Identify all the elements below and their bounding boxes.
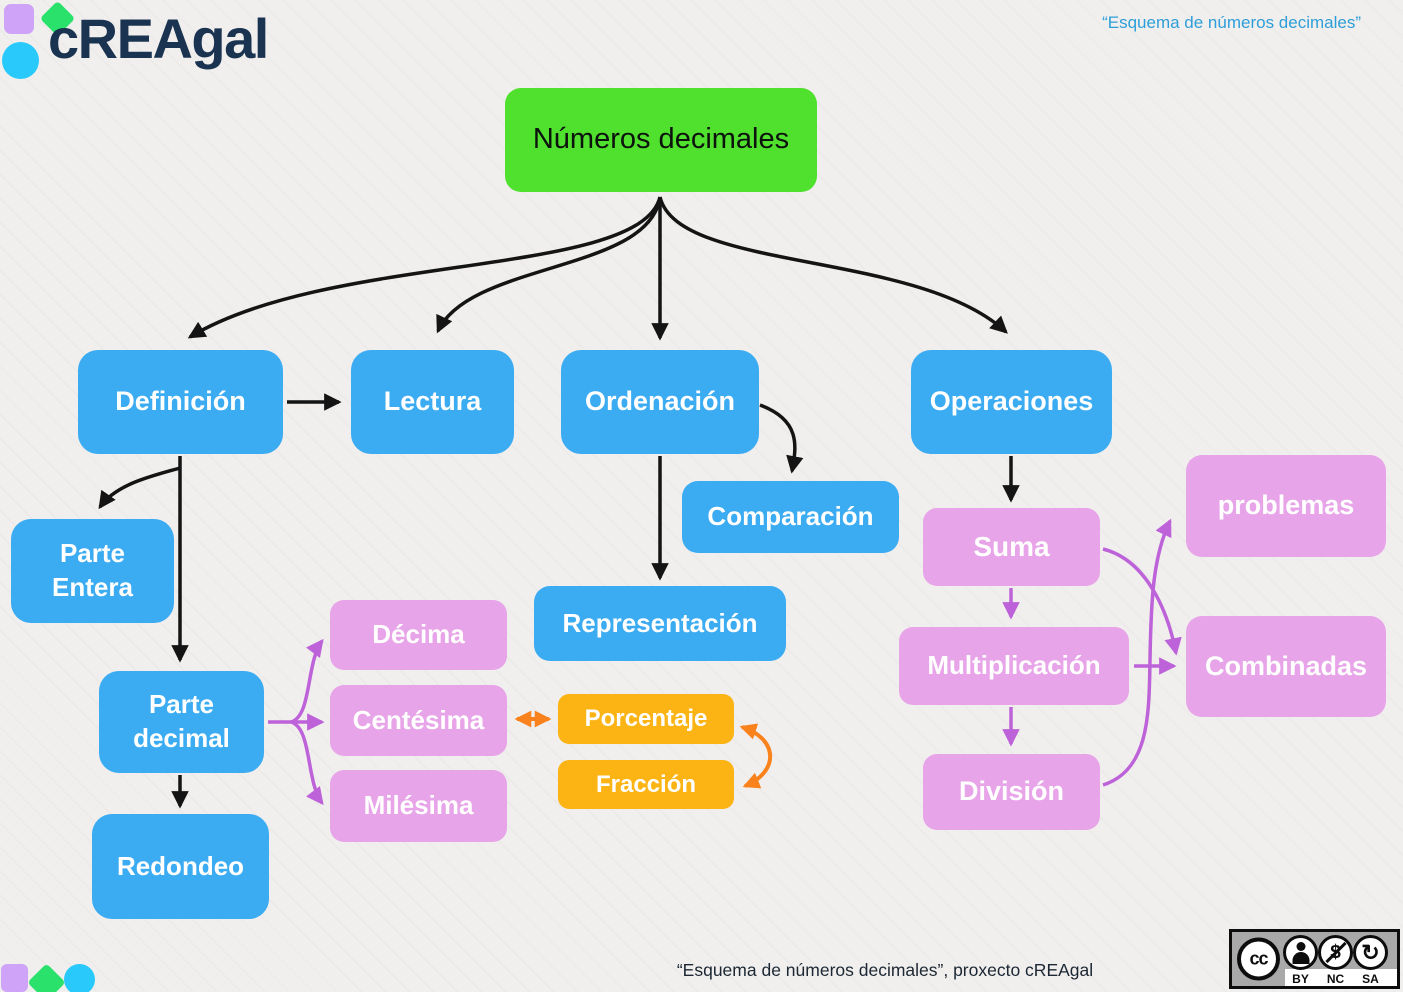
node-combinadas: Combinadas xyxy=(1186,616,1386,717)
logo-cyan-circle-icon xyxy=(2,42,39,79)
cc-sa-arrow: ↻ xyxy=(1361,939,1380,965)
node-redondeo: Redondeo xyxy=(92,814,269,919)
cc-sa-label: SA xyxy=(1362,972,1379,986)
edge-ordenacion-comparacion xyxy=(759,403,804,474)
node-division: División xyxy=(923,754,1100,830)
node-numeros-decimales: Números decimales xyxy=(505,88,817,192)
node-lectura: Lectura xyxy=(351,350,514,454)
node-parte-entera: Parte Entera xyxy=(11,519,174,623)
cc-label-strip xyxy=(1285,969,1397,986)
node-multiplicacion: Multiplicación xyxy=(899,627,1129,705)
cc-nc-icon: $ xyxy=(1318,935,1353,970)
cc-sa-icon: ↻ xyxy=(1353,935,1388,970)
node-definicion: Definición xyxy=(78,350,283,454)
footer-caption: “Esquema de números decimales”, proxecto… xyxy=(676,960,1094,980)
cc-by-label: BY xyxy=(1292,972,1309,986)
edge-root-definicion xyxy=(187,196,662,339)
footer-cyan-circle-icon xyxy=(64,964,95,992)
node-problemas: problemas xyxy=(1186,455,1386,557)
cc-by-person-head xyxy=(1296,942,1305,951)
logo-purple-square-icon xyxy=(4,4,34,34)
node-suma: Suma xyxy=(923,508,1100,586)
edge-parte-decimal-decima xyxy=(290,638,324,724)
cc-by-icon xyxy=(1283,935,1318,970)
logo-text: cREAgal xyxy=(48,7,269,70)
edge-porcentaje-fraccion xyxy=(739,723,773,789)
node-centesima: Centésima xyxy=(330,685,507,756)
cc-license-badge: cc $ ↻ BY NC SA xyxy=(1229,929,1400,989)
node-porcentaje: Porcentaje xyxy=(558,694,734,744)
node-representacion: Representación xyxy=(534,586,786,661)
node-decima: Décima xyxy=(330,600,507,670)
edge-root-operaciones xyxy=(658,196,1008,334)
header-caption: “Esquema de números decimales” xyxy=(1102,13,1361,32)
cc-nc-label: NC xyxy=(1326,972,1345,986)
edge-division-problemas xyxy=(1102,518,1172,787)
node-operaciones: Operaciones xyxy=(911,350,1112,454)
edge-parte-decimal-milesima xyxy=(290,720,324,806)
cc-logo-icon: cc xyxy=(1237,937,1280,981)
node-fraccion: Fracción xyxy=(558,760,734,809)
node-milesima: Milésima xyxy=(330,770,507,842)
edge-root-lectura xyxy=(436,196,662,334)
edge-definicion-parte-entera xyxy=(98,466,181,510)
node-parte-decimal: Parte decimal xyxy=(99,671,264,773)
node-comparacion: Comparación xyxy=(682,481,899,553)
node-ordenacion: Ordenación xyxy=(561,350,759,454)
cc-by-person-body xyxy=(1292,952,1309,964)
footer-purple-square-icon xyxy=(1,964,28,992)
